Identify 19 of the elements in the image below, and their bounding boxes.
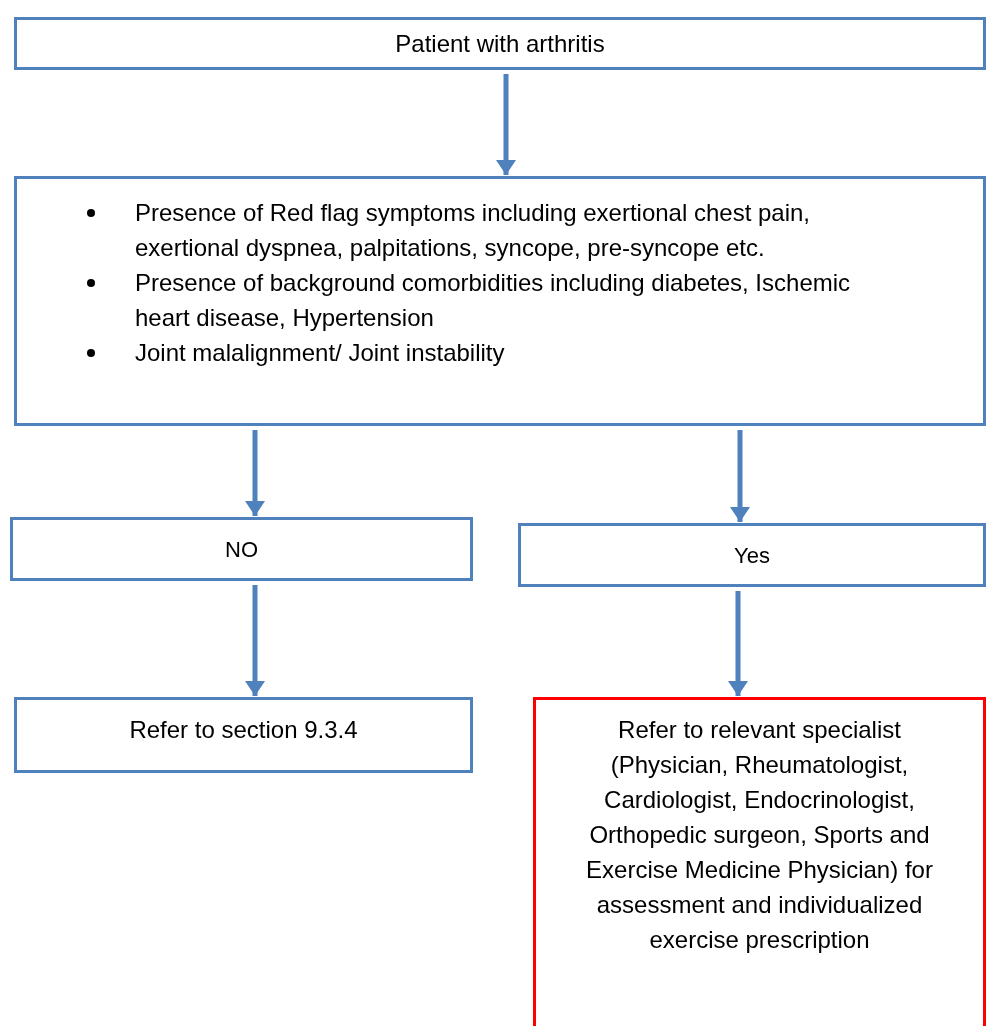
process-box [10, 517, 473, 581]
criteria-text: Joint malalignment/ Joint instability [135, 338, 505, 368]
process-box [518, 523, 986, 587]
box-text: Patient with arthritis [395, 28, 605, 59]
box-text: Yes [734, 541, 770, 570]
arrow [245, 430, 265, 516]
arrow [730, 430, 750, 522]
arrow [728, 591, 748, 696]
process-box [533, 697, 986, 1026]
arrow [245, 585, 265, 696]
process-box [14, 17, 986, 70]
process-box [14, 176, 986, 426]
arrow [496, 74, 516, 175]
criteria-text: Presence of background comorbidities including diabetes, Ischemic heart disease, Hypertension [135, 268, 852, 333]
box-text: Refer to section 9.3.4 [129, 715, 358, 745]
criteria-text: Presence of Red flag symptoms including exertional chest pain, exertional dyspnea, palpitations, syncope, pre-syncope etc. [135, 198, 812, 263]
box-text: Refer to relevant specialist (Physician, Rheumatologist, Cardiologist, Endocrinologist, Orthopedic surgeon, Sports and Exercise Medicine Physician) for assessment and individualized exercise prescription [585, 715, 934, 955]
box-text: NO [225, 535, 258, 564]
process-box [14, 697, 473, 773]
